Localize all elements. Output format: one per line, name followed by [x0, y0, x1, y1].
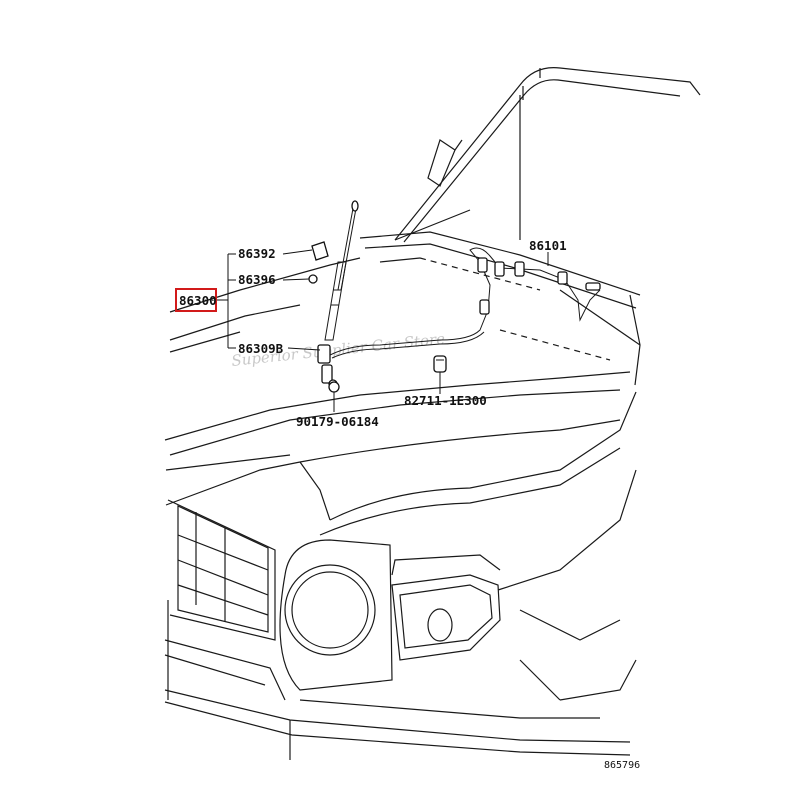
figure-reference: 865796 — [604, 760, 640, 771]
callout-cable: 86101 — [529, 238, 567, 253]
callout-nut: 86396 — [238, 272, 276, 287]
callout-assembly: 86300 — [179, 293, 217, 308]
callout-clip: 90179-06184 — [296, 414, 379, 429]
callout-sub-cable: 86309B — [238, 341, 284, 356]
callout-grommet: 82711-1E300 — [404, 393, 487, 408]
callout-cap: 86392 — [238, 246, 276, 261]
highlight-box — [175, 288, 217, 312]
antenna-assembly — [308, 200, 601, 393]
vehicle-body-outline — [164, 67, 701, 760]
leader-lines — [217, 249, 549, 412]
